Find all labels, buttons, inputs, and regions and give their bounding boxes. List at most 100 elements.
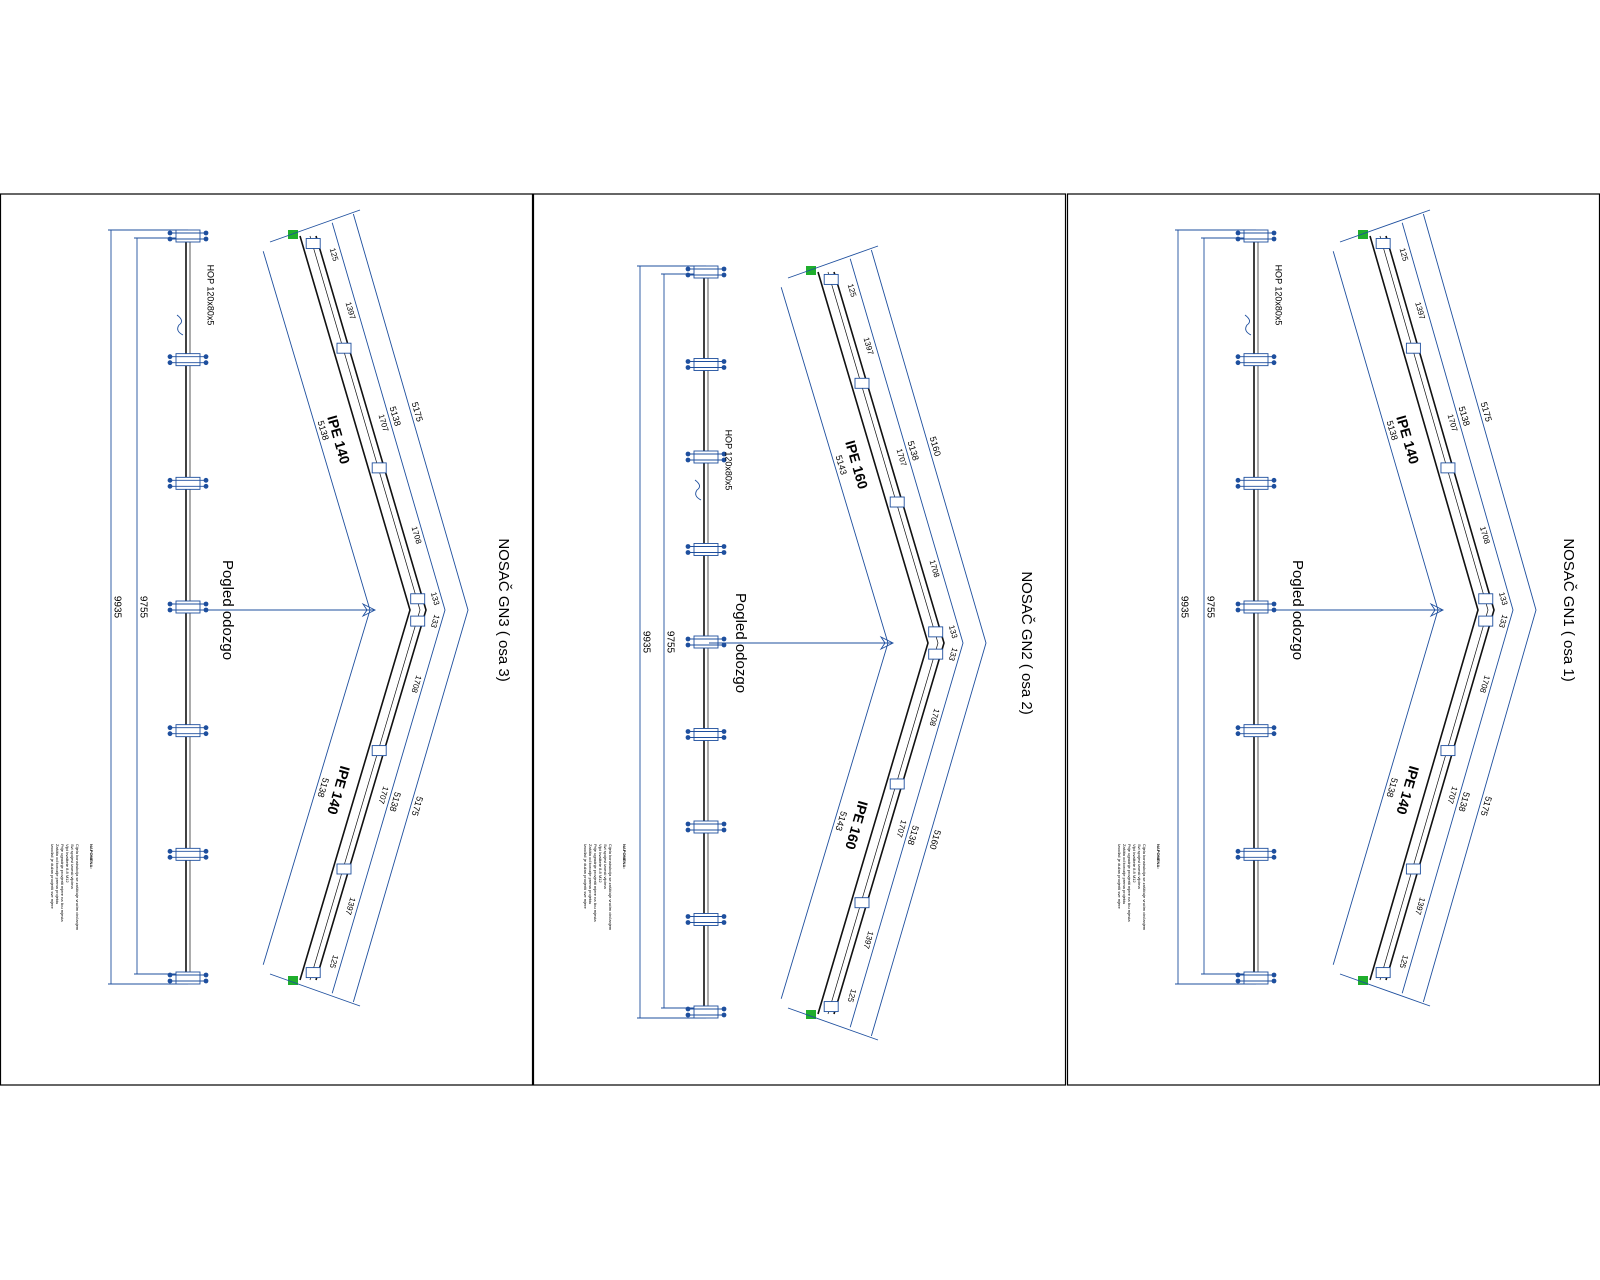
note-line: Cijela konstrukcija se zaštićuje vrućim … [75,844,80,931]
bolt-icon [721,636,727,642]
stiffener-plate [1375,238,1391,249]
girder-chord [833,271,945,1015]
note-line: Cijela konstrukcija se zaštićuje vrućim … [608,844,613,931]
bolt-icon [167,236,173,242]
stiffener-plate [305,238,321,249]
profile-label-bottom: IPE 160 [842,799,871,851]
bolt-icon [203,483,209,489]
plate [1243,847,1269,861]
bolt-icon [203,230,209,236]
notes-block: NAPOMENA:Cijela konstrukcija se zaštićuj… [50,844,94,931]
bolt-icon [203,725,209,731]
segment-dim-top: 1397 [1413,301,1427,321]
bolt-icon [721,1012,727,1018]
connection-plate [685,1005,727,1019]
note-line: Svi spojevi izvesti vijcima [1137,844,1142,889]
dim-extension [787,245,879,279]
view-arrow-head [1429,602,1445,618]
stiffener-plate [1478,615,1494,627]
sheet-frame [0,193,534,1086]
bolt-icon [1235,601,1241,607]
dim-len_mid-top: 5138 [1457,405,1472,427]
profile-label-top: IPE 140 [324,413,353,465]
support-icon [806,1010,816,1019]
dim-line-len_outer [870,249,987,1037]
support-icon [1358,976,1368,985]
bolt-icon [167,230,173,236]
bolt-icon [685,827,691,833]
stiffener-plate [823,273,839,285]
bolt-icon [203,731,209,737]
note-line: Prije ugradnje provjeriti mjere na licu … [593,844,598,922]
stiffener-plate [1440,462,1456,474]
bolt-icon [721,266,727,272]
bolt-icon [721,272,727,278]
segment-dim-top: 1397 [344,301,358,321]
sheet-title: NOSAČ GN2 ( osa 2) [1018,571,1035,714]
segment-dim-bottom: 133 [947,647,960,663]
bolt-icon [685,451,691,457]
dim-total-outer: 9935 [1178,596,1189,619]
stiffener-plate [371,462,387,474]
bolt-icon [203,236,209,242]
segment-dim-top: 1397 [862,336,876,356]
plate [1243,971,1269,985]
dim-len_mid-top: 5138 [388,405,403,427]
dim-len_inner-bottom: 5143 [834,810,849,832]
connection-plate [685,265,727,279]
bolt-icon [167,854,173,860]
connection-plate [1235,724,1277,738]
bolt-icon [167,483,173,489]
leader-squiggle [1244,314,1252,336]
stiffener-plate [928,648,944,660]
note-line: Izvođač je dužan provjeriti sve mjere [583,844,588,909]
dim-len_outer-top: 5175 [1479,401,1494,423]
dim-len_mid-bottom: 5138 [1457,791,1472,813]
bolt-icon [203,978,209,984]
stiffener-plate [889,496,905,508]
stiffener-plate [305,967,321,979]
segment-dim-top: 125 [1398,247,1411,263]
dim-len_outer-bottom: 5160 [928,829,943,851]
segment-dim-bottom: 125 [328,954,341,970]
plate [175,229,201,243]
note-line: Izvođač je dužan provjeriti sve mjere [50,844,55,909]
bolt-icon [685,1012,691,1018]
plate [693,820,719,834]
dim-line-len_outer [1422,213,1537,1003]
bolt-icon [721,729,727,734]
connection-plate [685,450,727,464]
note-line: Zaštita od korozije prema projektu [1122,844,1127,904]
note-line: Vijci kvalitete 8.8 M12 [1132,844,1137,883]
stiffener-plate [889,778,905,790]
bolt-icon [1235,607,1241,613]
dim-extension [1339,209,1431,243]
plate [693,1005,719,1019]
stiffener-plate [928,626,944,638]
bolt-icon [1235,354,1241,360]
bolt-icon [685,457,691,463]
bolt-icon [685,636,691,642]
connection-plate [167,847,209,861]
bolt-icon [721,365,727,370]
segment-dim-top: 125 [328,247,341,263]
dim-len_mid-bottom: 5138 [906,824,921,846]
segment-dim-bottom: 1397 [1413,896,1427,916]
plate [693,358,719,371]
connection-plate [1235,229,1277,243]
support-icon [806,266,816,275]
bolt-icon [1235,483,1241,489]
profile-label-top: IPE 140 [1393,413,1422,465]
plate [693,635,719,649]
bolt-icon [685,642,691,648]
bolt-icon [685,735,691,740]
notes-block: NAPOMENA:Cijela konstrukcija se zaštićuj… [583,844,627,931]
sheet-frame [532,193,1067,1086]
plate [1243,353,1269,367]
dim-len_outer-bottom: 5175 [1479,795,1494,817]
segment-dim-bottom: 1397 [343,896,357,916]
stiffener-plate [336,863,352,875]
plate [1243,229,1269,243]
bolt-icon [1271,972,1277,978]
